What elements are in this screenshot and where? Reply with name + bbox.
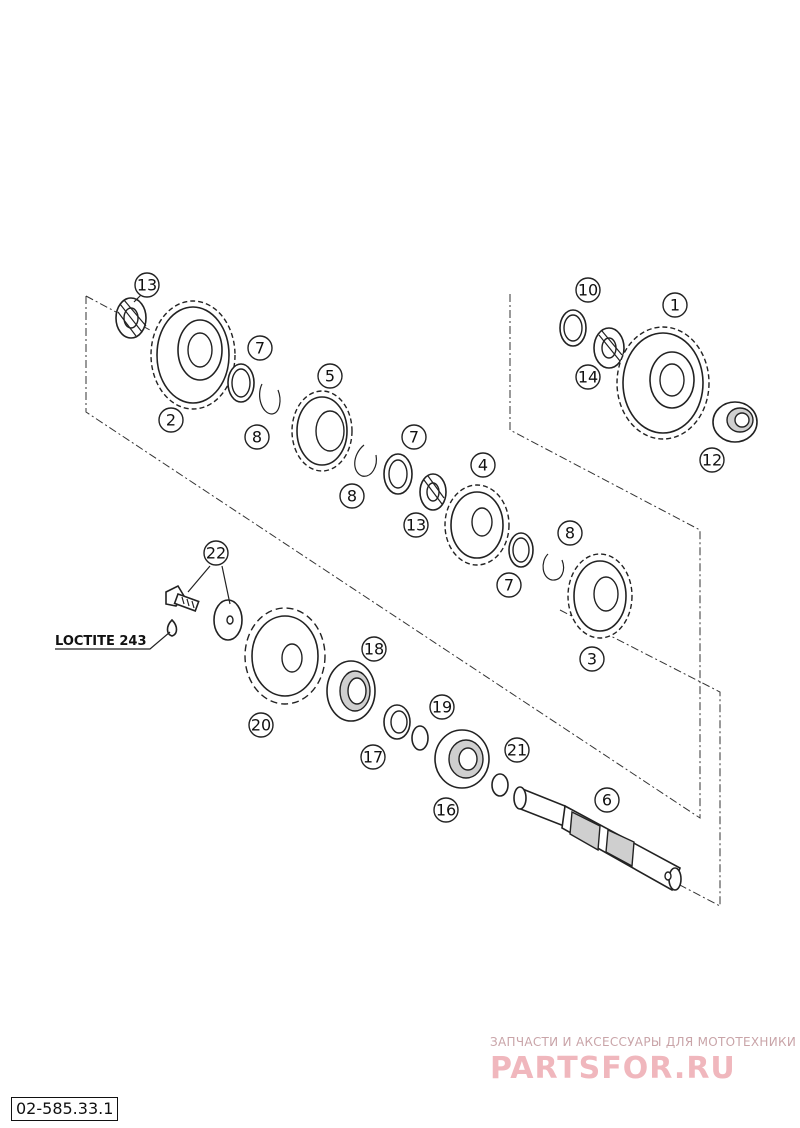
callout-3: 3 [579,646,605,672]
ring-7-b [383,453,413,495]
callout-7-c: 7 [496,572,522,598]
circlip-8-c [542,553,565,581]
svg-text:4: 4 [478,456,488,475]
spacer-17 [383,704,411,740]
svg-text:2: 2 [166,411,176,430]
ball-bearing-16 [434,729,490,789]
svg-text:16: 16 [436,801,456,820]
callout-22: 22 [203,540,229,566]
svg-text:10: 10 [578,281,598,300]
callout-8-c: 8 [557,520,583,546]
assembly-outline-shaft [559,609,721,907]
washer-10 [559,309,587,347]
callout-8-a: 8 [244,424,270,450]
svg-text:19: 19 [432,698,452,717]
callout-14: 14 [575,364,601,390]
callout-1: 1 [662,292,688,318]
callout-13-top: 13 [134,272,160,298]
svg-text:8: 8 [347,487,357,506]
callout-17: 17 [360,744,386,770]
leader-22-bolt [187,565,211,593]
callout-13-middle: 13 [403,512,429,538]
svg-text:8: 8 [252,428,262,447]
gear-1 [616,326,710,440]
callout-7-b: 7 [401,424,427,450]
svg-text:17: 17 [363,748,383,767]
callout-16: 16 [433,797,459,823]
svg-text:7: 7 [409,428,419,447]
shaft-seal-18 [326,660,376,722]
svg-text:14: 14 [578,368,598,387]
callout-8-b: 8 [339,483,365,509]
callout-5: 5 [317,363,343,389]
callout-20: 20 [248,712,274,738]
callout-12: 12 [699,447,725,473]
svg-text:7: 7 [255,339,265,358]
circlip-8-b [354,444,377,477]
svg-text:22: 22 [206,544,226,563]
svg-text:12: 12 [702,451,722,470]
ring-7-a [227,363,255,403]
o-ring-19 [411,725,429,751]
svg-text:18: 18 [364,640,384,659]
svg-text:13: 13 [406,516,426,535]
svg-text:5: 5 [325,367,335,386]
leader-22-washer [221,565,231,605]
gear-3 [567,553,633,639]
svg-text:8: 8 [565,524,575,543]
svg-text:6: 6 [602,791,612,810]
o-ring-21 [491,773,509,797]
gear-5 [291,390,353,472]
leader-loctite [55,631,171,650]
gear-4 [444,484,510,566]
callout-18: 18 [361,636,387,662]
callout-4: 4 [470,452,496,478]
needle-bearing-14 [593,327,625,369]
callout-21: 21 [504,737,530,763]
callout-6: 6 [594,787,620,813]
gear-2 [150,300,236,410]
svg-text:20: 20 [251,716,271,735]
callout-7-a: 7 [247,335,273,361]
needle-bearing-13-top [115,297,147,339]
loctite-note: LOCTITE 243 [55,634,147,649]
svg-text:3: 3 [587,650,597,669]
circlip-8-a [259,383,281,415]
bolt-22 [165,584,200,612]
watermark-caption: ЗАПЧАСТИ И АКСЕССУАРЫ ДЛЯ МОТОТЕХНИКИ [490,1035,796,1049]
callout-2: 2 [158,407,184,433]
ring-7-c [508,532,534,568]
svg-text:21: 21 [507,741,527,760]
diagram-code-label: 02-585.33.1 [11,1097,119,1121]
ball-bearing-12 [712,401,758,443]
washer-22 [213,599,243,641]
needle-bearing-13-middle [419,473,447,511]
countershaft-6 [513,786,682,892]
callout-10: 10 [575,277,601,303]
svg-text:1: 1 [670,296,680,315]
svg-text:7: 7 [504,576,514,595]
assembly-outline-right [509,294,701,650]
sprocket-20 [244,607,326,705]
svg-text:13: 13 [137,276,157,295]
callout-19: 19 [429,694,455,720]
watermark-logo: PARTSFOR.RU [490,1051,736,1086]
